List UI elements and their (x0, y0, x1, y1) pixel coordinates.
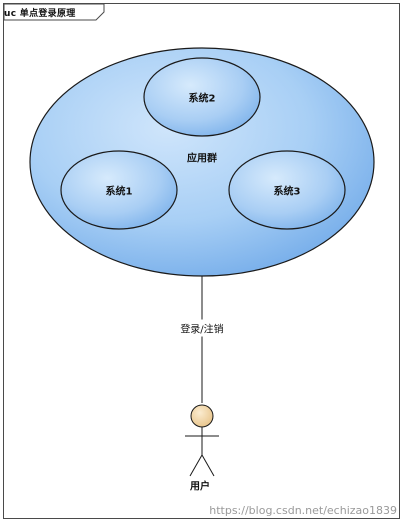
frame-tab (3, 3, 105, 21)
system1-label: 系统1 (105, 186, 133, 198)
system3-ellipse[interactable] (228, 150, 346, 230)
system1-ellipse[interactable] (60, 150, 178, 230)
actor-label: 用户 (190, 481, 210, 493)
system2-ellipse[interactable] (143, 57, 261, 137)
watermark-text: https://blog.csdn.net/echizao1839 (209, 504, 397, 517)
app-group-label: 应用群 (187, 153, 217, 165)
connector-label: 登录/注销 (178, 319, 226, 337)
user-actor-icon[interactable] (185, 404, 219, 477)
system2-label: 系统2 (188, 93, 216, 105)
system3-label: 系统3 (273, 186, 301, 198)
frame-title: uc 单点登录原理 (4, 9, 76, 19)
